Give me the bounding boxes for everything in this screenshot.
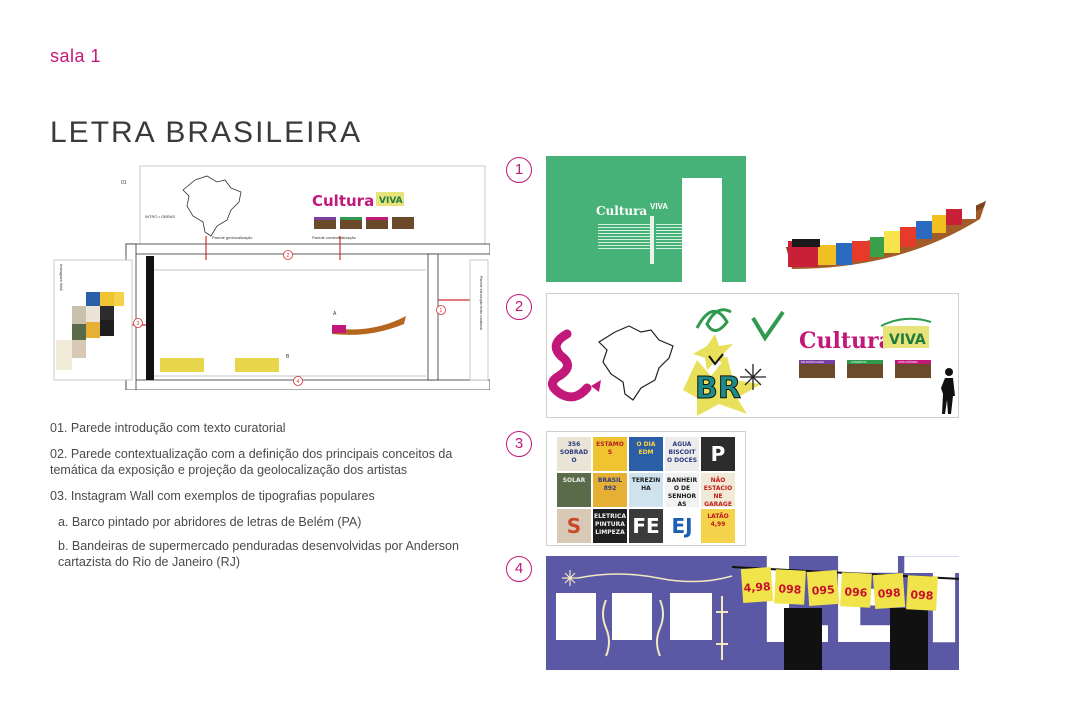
legend: 01. Parede introdução com texto curatori…: [50, 420, 460, 578]
panel2-br-text: BR: [695, 371, 741, 406]
panel4-black-column-2: [890, 608, 928, 670]
panel2-arrow-icon: [591, 380, 601, 392]
brazil-map-outline: [182, 175, 242, 237]
panel2-green-leaf: [751, 310, 785, 342]
floorplan-marker-2: 2: [287, 253, 290, 259]
panel2-logo-text: Cultura: [799, 328, 893, 354]
panel2-person-silhouette: [941, 368, 955, 414]
legend-item-01: 01. Parede introdução com texto curatori…: [50, 421, 286, 435]
panel2-logo-accent: VIVA: [889, 332, 926, 348]
instagram-tile: BANHEIRO DE SENHORAS: [665, 473, 699, 507]
floorplan-label-geo-wall: Parede geolocalização: [212, 235, 253, 240]
instagram-tile: BRASIL 892: [593, 473, 627, 507]
supermarket-flag: 095: [806, 570, 840, 607]
panel2-check-mark: [708, 353, 724, 366]
floorplan-label-instagram-wall: Instagram Wall: [59, 264, 64, 291]
supermarket-flag: 096: [840, 572, 872, 608]
instagram-tile: 356 SOBRADO: [557, 437, 591, 471]
panel4-ornaments: [562, 570, 733, 660]
instagram-tile: S: [557, 509, 591, 543]
instagram-tile: LATÃO 4,99: [701, 509, 735, 543]
panel2-yellow-burst: [683, 356, 761, 416]
panel4-black-column-1: [784, 608, 822, 670]
panel-intro-wall: Cultura VIVA: [546, 156, 746, 282]
panel-number-1: 1: [506, 157, 532, 183]
instagram-tile: ELETRICA PINTURA LIMPEZA: [593, 509, 627, 543]
room-label: sala 1: [50, 46, 102, 66]
floorplan-boat: [332, 316, 406, 335]
supermarket-flag: 098: [774, 568, 806, 605]
panel-number-4: 4: [506, 556, 532, 582]
floorplan-label-a: A: [333, 311, 337, 317]
instagram-tile: NÃO ESTACIONE GARAGEM: [701, 473, 735, 507]
brazil-map-outline-large: [598, 325, 674, 401]
floor-plan: 01 INTRO • OBRAS Parede geolocalização C…: [53, 165, 490, 390]
panel2-green-scribble: [695, 308, 732, 332]
instagram-tile: AGUA BISCOITO DOCES: [665, 437, 699, 471]
panel1-text-block-left: [598, 224, 652, 250]
panel2-magenta-swirl: [548, 329, 592, 402]
page-title: LETRA BRASILEIRA: [50, 116, 363, 149]
panel1-logo-accent: VIVA: [650, 202, 669, 211]
instagram-tile: SOLAR: [557, 473, 591, 507]
panel2-sparkle-icon: [740, 364, 766, 390]
panel4-frame-3: [670, 593, 712, 640]
floorplan-marker-1: 1: [440, 308, 443, 314]
supermarket-flag: 4,98: [740, 566, 774, 604]
legend-item-b: b. Bandeiras de supermercado penduradas …: [58, 539, 459, 569]
panel-context-wall: BR Cultura VIVA PALAVRAS-CHAVE CONCEITOS…: [546, 293, 959, 418]
panel2-banner-3: ARTE ANÔNIMA: [898, 359, 918, 364]
instagram-tile: FEB: [629, 509, 663, 543]
instagram-tile: ESTAMOS: [593, 437, 627, 471]
panel-number-2: 2: [506, 294, 532, 320]
panel2-banner-2: CONCEITOS: [851, 360, 867, 364]
floorplan-label-intro-wall: INTRO • OBRAS: [145, 214, 175, 219]
painted-boat: [786, 201, 986, 269]
instagram-tile: O DIA EDM: [629, 437, 663, 471]
legend-item-03: 03. Instagram Wall com exemplos de tipog…: [50, 489, 375, 503]
floorplan-label-01: 01: [121, 180, 127, 186]
panel2-banner-1: PALAVRAS-CHAVE: [801, 360, 824, 364]
floorplan-marker-4: 4: [297, 379, 300, 385]
panel4-frame-2: [612, 593, 652, 640]
supermarket-flag: 098: [906, 575, 938, 611]
panel1-doorway: [682, 178, 722, 282]
floorplan-label-context-wall: Parede contextualização: [312, 235, 357, 240]
instagram-tile: P: [701, 437, 735, 471]
panel1-ornament: [650, 216, 654, 264]
floorplan-logo-text: Cultura: [312, 192, 374, 210]
supermarket-flag: 098: [872, 573, 906, 610]
floorplan-marker-3: 3: [137, 321, 140, 327]
instagram-tile: TEREZINHA: [629, 473, 663, 507]
panel4-sparkle-icon: [562, 570, 578, 586]
floorplan-label-b: B: [286, 354, 290, 360]
instagram-tile: EJC: [665, 509, 699, 543]
legend-item-a: a. Barco pintado por abridores de letras…: [58, 515, 362, 529]
floorplan-logo-accent: VIVA: [379, 196, 403, 206]
panel4-frame-1: [556, 593, 596, 640]
panel1-logo-text: Cultura: [596, 204, 648, 218]
legend-item-02: 02. Parede contextualização com a defini…: [50, 447, 453, 477]
panel-number-3: 3: [506, 431, 532, 457]
panel2-artwork: BR Cultura VIVA PALAVRAS-CHAVE CONCEITOS…: [548, 308, 955, 416]
floorplan-label-curatorial-wall: Parede introdução texto curatorial: [479, 276, 483, 330]
